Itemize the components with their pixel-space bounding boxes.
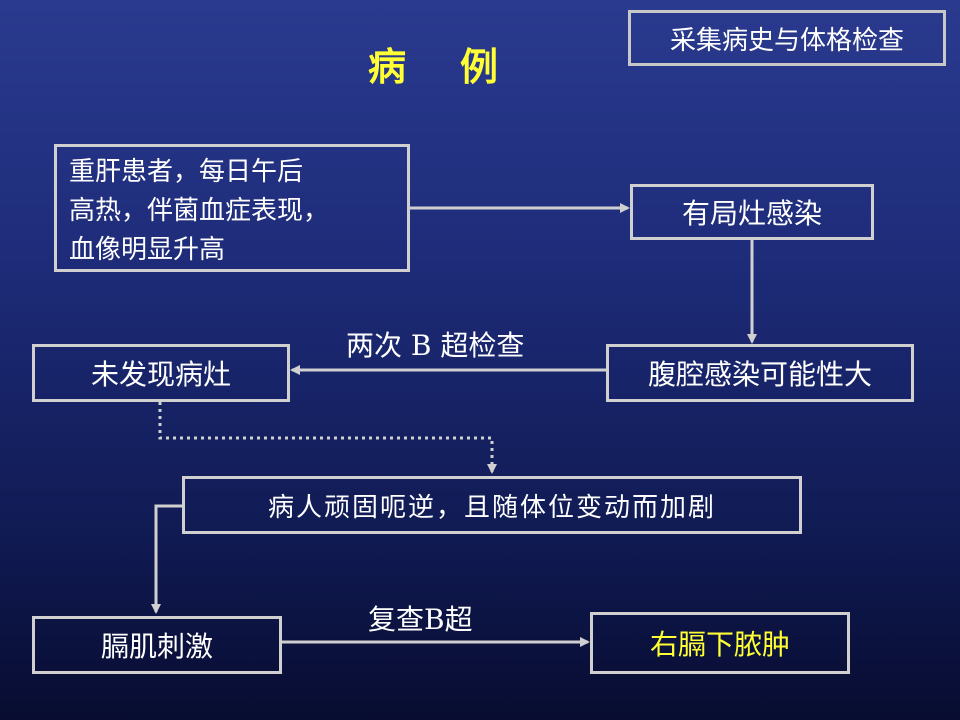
diaphragm-irritation-box: 膈肌刺激: [32, 616, 282, 674]
page-title: 病例: [368, 36, 500, 91]
local-infection-box: 有局灶感染: [630, 184, 874, 240]
case-line-3: 血像明显升高: [69, 235, 226, 265]
abdominal-infection-box: 腹腔感染可能性大: [606, 344, 914, 402]
recheck-b-label: 复查B超: [368, 603, 473, 636]
case-line-2: 高热，伴菌血症表现，: [69, 196, 330, 226]
title-char-2: 例: [460, 45, 501, 89]
two-b-scans-label: 两次 B 超检查: [346, 329, 525, 362]
arrow-hiccup-to-diaphragm: [151, 504, 182, 614]
no-lesion-box: 未发现病灶: [32, 344, 290, 402]
title-char-1: 病: [368, 45, 409, 89]
dotted-arrow-no-lesion-to-hiccup: [158, 402, 497, 474]
case-line-1: 重肝患者，每日午后: [69, 157, 304, 187]
subphrenic-abscess-box: 右膈下脓肿: [590, 612, 850, 674]
case-description-box: 重肝患者，每日午后 高热，伴菌血症表现， 血像明显升高: [54, 144, 410, 272]
section-tag: 采集病史与体格检查: [628, 10, 946, 66]
hiccup-box: 病人顽固呃逆，且随体位变动而加剧: [182, 476, 802, 534]
